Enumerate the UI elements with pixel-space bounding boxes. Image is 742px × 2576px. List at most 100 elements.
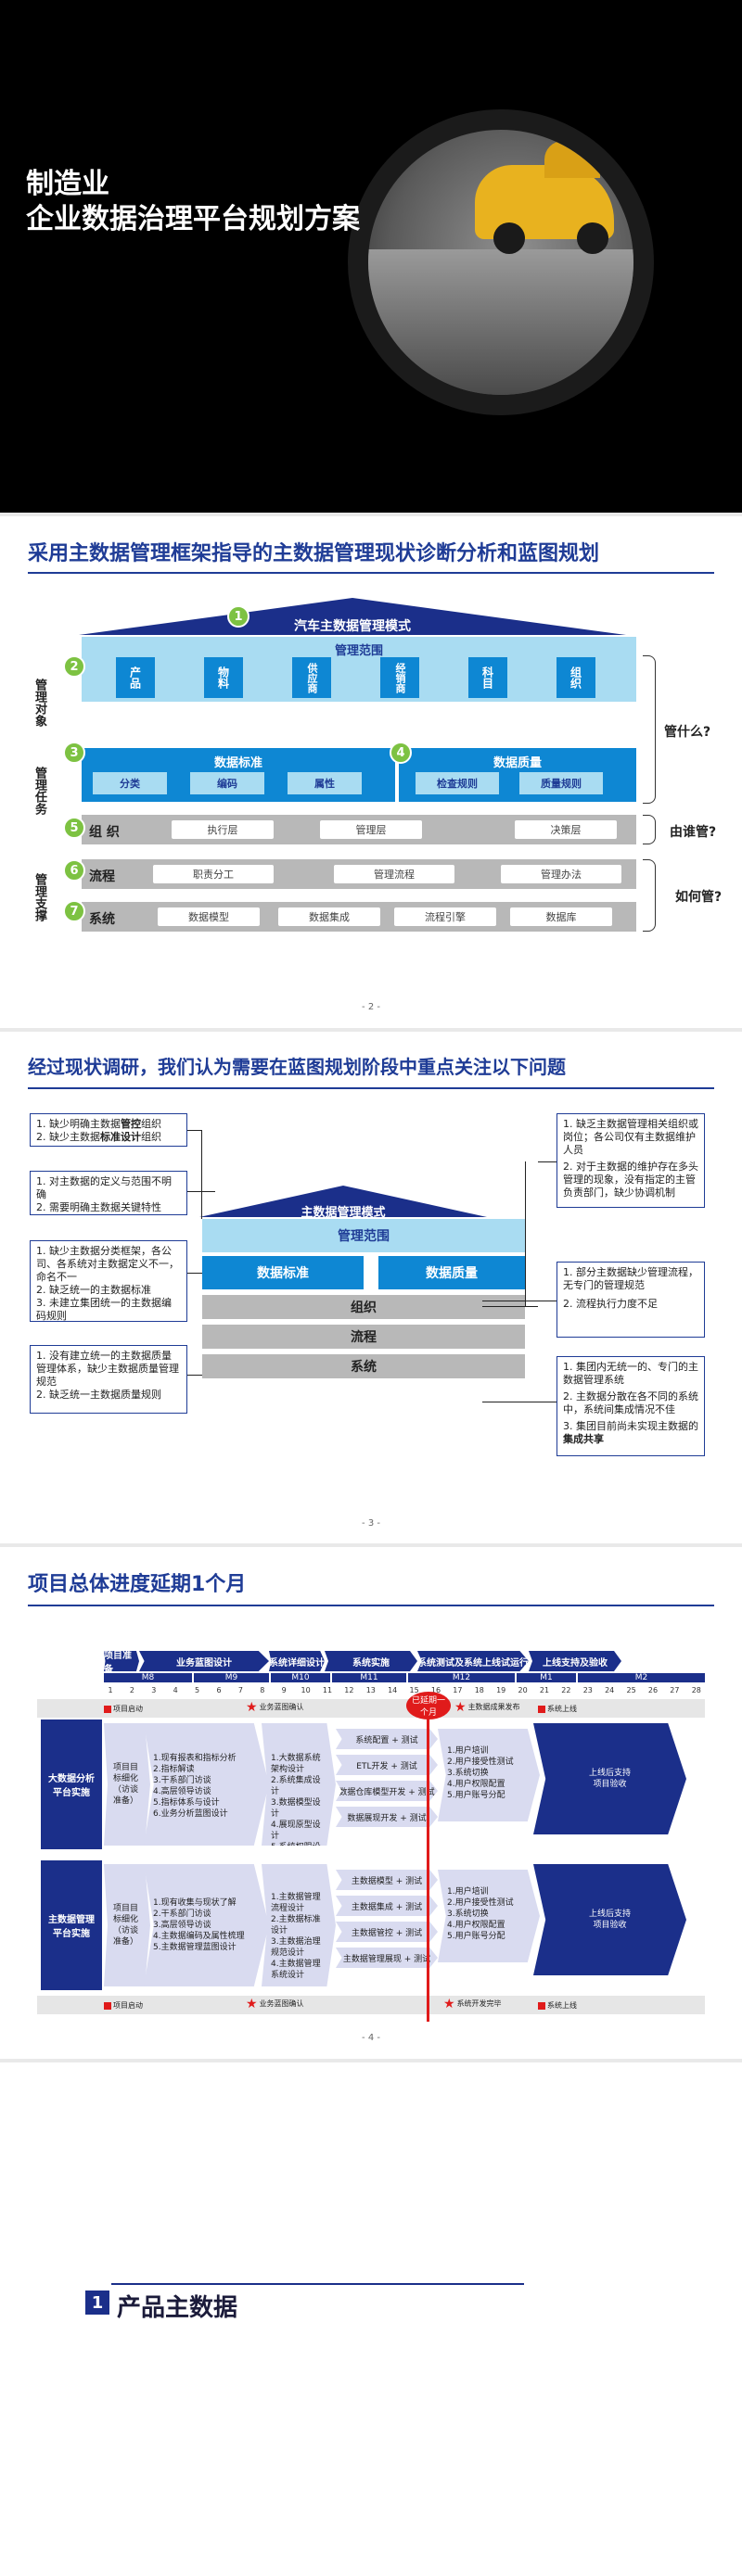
system-row-label: 系统	[89, 909, 115, 928]
phase-header: 业务蓝图设计	[139, 1651, 269, 1671]
week-cell: 4	[169, 1686, 182, 1695]
scope-item: 供应商	[292, 657, 331, 698]
phase-header: 系统实施	[325, 1651, 417, 1671]
process-item: 管理流程	[334, 865, 454, 883]
quality-bar: 数据质量	[378, 1256, 525, 1289]
week-cell: 11	[321, 1686, 334, 1695]
step-badge-5: 5	[63, 817, 85, 839]
system-item: 流程引擎	[394, 907, 496, 926]
task-chevron: 上线后支持 项目验收	[533, 1864, 686, 1975]
task-bar: 主数据管理展现 + 测试	[336, 1948, 438, 1968]
slide-issues: 经过现状调研，我们认为需要在蓝图规划阶段中重点关注以下问题 主数据管理模式 管理…	[0, 1032, 742, 1543]
step-badge-1: 1	[227, 605, 249, 628]
task-bar: ETL开发 + 测试	[336, 1755, 438, 1775]
week-cell: 12	[342, 1686, 355, 1695]
week-cell: 28	[690, 1686, 703, 1695]
week-cell: 27	[668, 1686, 681, 1695]
week-cell: 21	[538, 1686, 551, 1695]
week-cell: 5	[191, 1686, 204, 1695]
week-cell: 6	[212, 1686, 225, 1695]
week-cell: 8	[256, 1686, 269, 1695]
issue-note-left: 1. 对主数据的定义与范围不明确 2. 需要明确主数据关键特性	[30, 1171, 187, 1215]
page-number: - 2 -	[0, 1002, 742, 1012]
milestone: ★系统开发完毕	[443, 1999, 502, 2009]
week-cell: 24	[603, 1686, 616, 1695]
delay-badge: 已延期一个月	[406, 1692, 451, 1719]
task-chevron: 1.主数据管理流程设计 2.主数据标准设计 3.主数据治理规范设计 4.主数据管…	[262, 1864, 336, 1986]
task-chevron: 上线后支持 项目验收	[533, 1723, 686, 1834]
issue-note-left: 1. 没有建立统一的主数据质量管理体系，缺少主数据质量管理规范 2. 缺乏统一主…	[30, 1345, 187, 1414]
task-chevron: 1.大数据系统架构设计 2.系统集成设计 3.数据模型设计 4.展现原型设计 5…	[262, 1723, 336, 1846]
week-cell: 3	[147, 1686, 160, 1695]
task-bar: 主数据集成 + 测试	[336, 1896, 438, 1916]
system-bar: 系统	[202, 1354, 525, 1378]
task-chevron: 项目目标细化（访谈准备）	[104, 1864, 150, 1986]
slide-framework: 采用主数据管理框架指导的主数据管理现状诊断分析和蓝图规划 汽车主数据管理模式 1…	[0, 516, 742, 1028]
page-number: - 3 -	[0, 1518, 742, 1529]
week-cell: 18	[473, 1686, 486, 1695]
phase-header: 系统测试及系统上线试运行	[417, 1651, 529, 1671]
left-label-objects: 管理对象	[20, 679, 46, 727]
org-item: 执行层	[172, 820, 274, 839]
phase-header: 系统详细设计	[269, 1651, 325, 1671]
system-item: 数据集成	[278, 907, 380, 926]
org-item: 管理层	[320, 820, 422, 839]
task-bar: 主数据模型 + 测试	[336, 1870, 438, 1890]
lane-label: 大数据分析平台实施	[41, 1719, 102, 1849]
task-chevron: 1.用户培训 2.用户接受性测试 3.系统切换 4.用户权限配置 5.用户账号分…	[438, 1870, 540, 1962]
phase-header: 项目准备	[104, 1651, 139, 1671]
cover-title-line1: 制造业	[26, 167, 109, 202]
process-bar: 流程	[202, 1325, 525, 1349]
connector	[482, 1365, 556, 1402]
scope-item: 物料	[204, 657, 243, 698]
section-rule	[111, 2283, 524, 2285]
step-badge-6: 6	[63, 859, 85, 882]
task-chevron: 项目目标细化（访谈准备）	[104, 1723, 150, 1846]
scope-title: 管理范围	[82, 641, 636, 658]
connector	[187, 1130, 202, 1219]
issue-note-left: 1. 缺少明确主数据管控组织 2. 缺少主数据标准设计组织	[30, 1113, 187, 1147]
current-date-line	[427, 1695, 429, 2022]
phase-header: 上线支持及验收	[529, 1651, 621, 1671]
slide-title: 项目总体进度延期1个月	[28, 1567, 246, 1597]
roof-title: 汽车主数据管理模式	[79, 616, 626, 635]
connector	[187, 1273, 202, 1274]
slide-schedule: 项目总体进度延期1个月 项目准备 业务蓝图设计 系统详细设计 系统实施 系统测试…	[0, 1547, 742, 2059]
step-badge-2: 2	[63, 655, 85, 678]
milestone: 项目启动	[104, 2000, 143, 2011]
week-cell: 25	[625, 1686, 638, 1695]
week-cell: 7	[234, 1686, 247, 1695]
month-header: M1	[517, 1673, 576, 1682]
connector	[525, 1161, 556, 1306]
connector	[538, 1161, 556, 1162]
brace-how	[643, 859, 656, 932]
standard-item: 属性	[288, 772, 362, 794]
week-cell: 19	[494, 1686, 507, 1695]
standard-title: 数据标准	[82, 753, 395, 770]
connector	[187, 1375, 202, 1376]
process-item: 管理办法	[501, 865, 621, 883]
cover-photo	[348, 109, 654, 415]
org-item: 决策层	[515, 820, 617, 839]
week-cell: 9	[277, 1686, 290, 1695]
standard-bar: 数据标准	[202, 1256, 364, 1289]
lane-label: 主数据管理平台实施	[41, 1860, 102, 1990]
task-chevron: 1.现有报表和指标分析 2.指标解读 3.干系部门访谈 4.高层领导访谈 5.指…	[144, 1723, 269, 1846]
connector	[482, 1306, 538, 1307]
week-cell: 2	[125, 1686, 138, 1695]
left-label-support: 管理支撑	[20, 873, 46, 921]
week-cell: 17	[451, 1686, 464, 1695]
month-header: M2	[578, 1673, 705, 1682]
month-header: M12	[408, 1673, 515, 1682]
org-row-label: 组 织	[89, 822, 120, 841]
system-item: 数据模型	[158, 907, 260, 926]
issue-note-right: 1. 集团内无统一的、专门的主数据管理系统 2. 主数据分散在各不同的系统中，系…	[556, 1356, 705, 1456]
page-number: - 4 -	[0, 2033, 742, 2043]
quality-item: 检查规则	[416, 772, 499, 794]
month-header: M10	[271, 1673, 330, 1682]
task-chevron: 1.现有收集与现状了解 2.干系部门访谈 3.高层领导访谈 4.主数据编码及属性…	[144, 1864, 269, 1986]
issue-note-right: 1. 缺乏主数据管理相关组织或岗位；各公司仅有主数据维护人员 2. 对于主数据的…	[556, 1113, 705, 1208]
title-underline	[28, 1605, 714, 1606]
right-label-what: 管什么?	[664, 722, 710, 741]
step-badge-3: 3	[63, 742, 85, 764]
